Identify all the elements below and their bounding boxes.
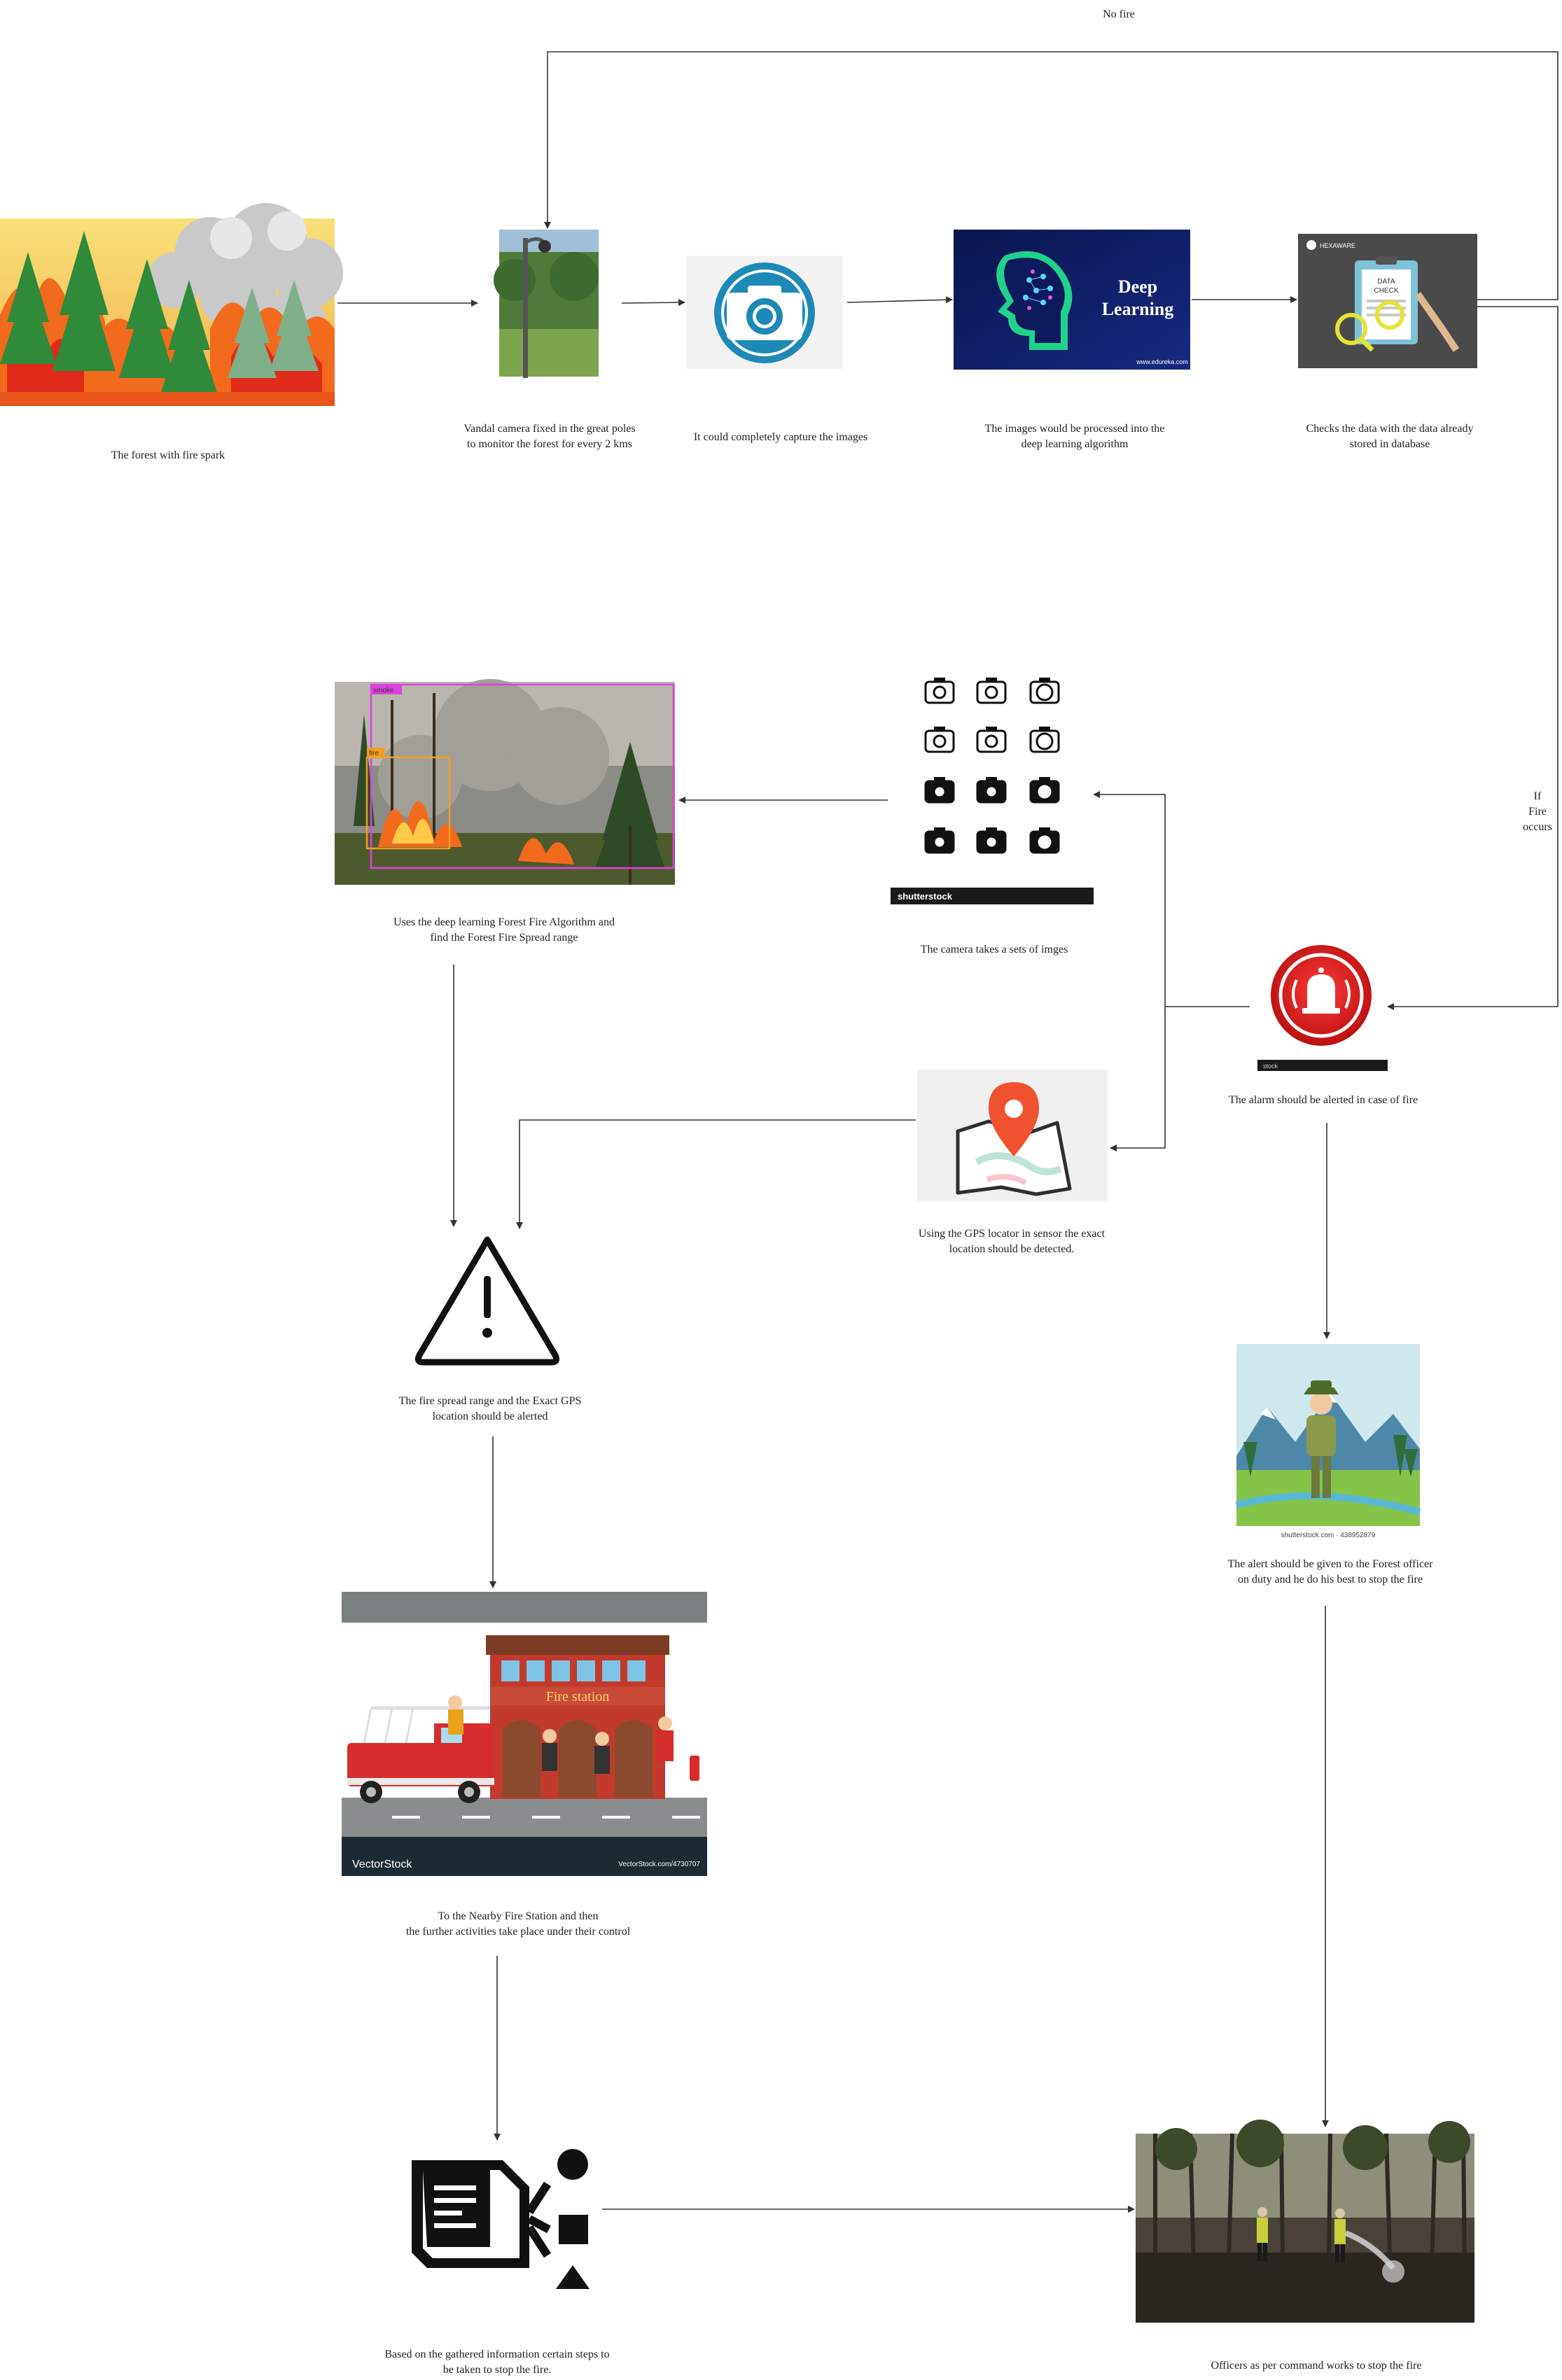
warning-icon <box>414 1236 560 1366</box>
officer-stock-label: shutterstock.com · 438952879 <box>1281 1532 1376 1539</box>
deep-learning-image: Deep Learning www.edureka.com <box>954 230 1190 370</box>
alarm-icon: stock <box>1257 945 1388 1071</box>
camera-grid-icon <box>924 727 955 753</box>
loop-if-fire <box>1387 306 1558 1010</box>
camera-grid-icon <box>976 827 1007 854</box>
camera-icon <box>686 255 843 369</box>
alarm-stock-label: stock <box>1263 1063 1278 1070</box>
alarm-caption: The alarm should be alerted in case of f… <box>1228 1094 1418 1106</box>
forest-officer-image: shutterstock.com · 438952879 <box>1235 1344 1421 1539</box>
fire-station-stock-id: VectorStock.com/4730707 <box>618 1861 700 1868</box>
gps-locator-icon <box>917 1070 1108 1201</box>
arrow-alarm-to-imageset <box>1093 791 1166 1007</box>
vandal-camera-image <box>494 230 599 378</box>
fire-station-sign: Fire station <box>546 1689 610 1704</box>
arrow-gps-to-warning <box>516 1119 916 1229</box>
camera-grid-icon <box>1029 827 1060 854</box>
forest-fire-caption: The forest with fire spark <box>111 449 225 461</box>
data-check-title-1: DATA <box>1377 278 1395 286</box>
officers-work-caption: Officers as per command works to stop th… <box>1211 2360 1422 2372</box>
spread-range-caption: Uses the deep learning Forest Fire Algor… <box>393 916 615 944</box>
vandal-camera-caption: Vandal camera fixed in the great poles t… <box>463 423 636 450</box>
spread-range-image: smoke fire <box>335 679 675 885</box>
dl-footer: www.edureka.com <box>1136 358 1188 365</box>
gps-locator-caption: Using the GPS locator in sensor the exac… <box>918 1228 1106 1255</box>
steps-icon <box>412 2149 590 2289</box>
arrow-camera-to-capture <box>621 299 685 307</box>
camera-grid-icon <box>1029 678 1060 704</box>
camera-grid-icon <box>924 827 955 854</box>
fire-box-label: fire <box>369 750 379 757</box>
deep-learning-caption: The images would be processed into the d… <box>984 423 1165 450</box>
dl-title-1: Deep <box>1118 276 1157 297</box>
data-check-title-2: CHECK <box>1374 287 1398 295</box>
no-fire-label: No fire <box>1103 8 1135 20</box>
warning-caption: The fire spread range and the Exact GPS … <box>398 1395 582 1422</box>
forest-fire-image <box>0 203 343 406</box>
fire-station-caption: To the Nearby Fire Station and then the … <box>405 1910 631 1938</box>
fire-station-stock-label: VectorStock <box>352 1858 412 1870</box>
smoke-box-label: smoke <box>373 687 394 694</box>
camera-grid-icon <box>976 727 1007 753</box>
arrow-capture-to-dl <box>846 296 953 304</box>
data-check-image: HEXAWARE DATA CHECK <box>1298 234 1477 368</box>
fire-station-image: Fire station VectorStock VectorStock.com… <box>342 1592 707 1876</box>
camera-grid-icon <box>1029 727 1060 753</box>
data-check-caption: Checks the data with the data already st… <box>1306 423 1474 450</box>
loop-no-fire <box>544 51 1558 300</box>
connectors <box>337 51 1558 2213</box>
camera-grid-icon <box>976 678 1007 704</box>
data-check-brand: HEXAWARE <box>1320 242 1355 249</box>
image-set-caption: The camera takes a sets of imges <box>920 944 1068 955</box>
camera-grid-icon <box>924 678 955 704</box>
camera-capture-caption: It could completely capture the images <box>693 431 868 443</box>
camera-grid-icon <box>976 777 1007 804</box>
image-set-grid: shutterstock <box>891 637 1094 904</box>
dl-title-2: Learning <box>1102 299 1174 319</box>
camera-grid-icon <box>1029 777 1060 804</box>
steps-caption: Based on the gathered information certai… <box>384 2348 610 2376</box>
camera-grid-icon <box>924 777 955 804</box>
forest-officer-caption: The alert should be given to the Forest … <box>1227 1558 1433 1586</box>
image-set-stock-label: shutterstock <box>898 891 953 902</box>
officers-work-image <box>1136 2120 1474 2323</box>
arrow-alarm-to-gps <box>1110 1007 1166 1152</box>
